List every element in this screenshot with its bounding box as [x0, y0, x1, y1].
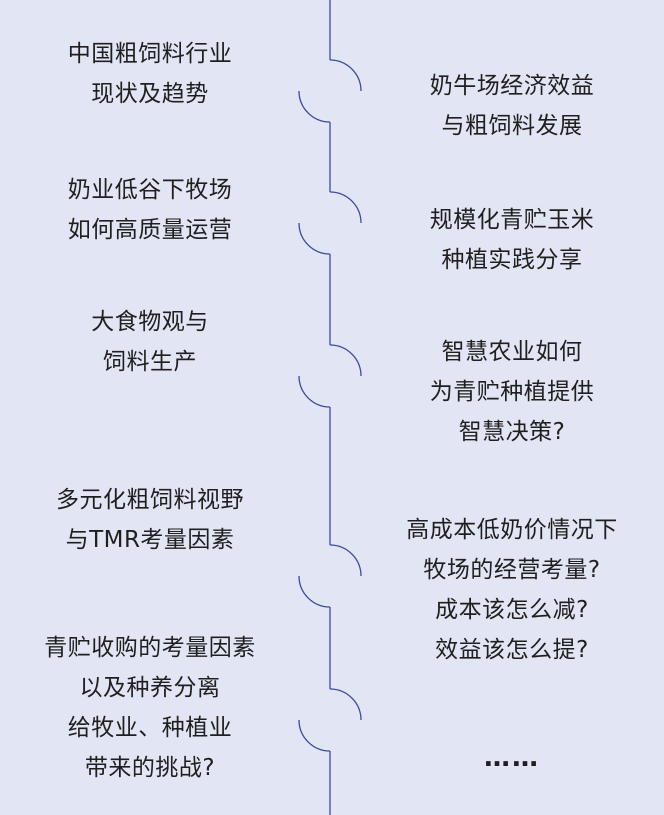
topic-left-4: 多元化粗饲料视野 与TMR考量因素 [0, 480, 300, 560]
topic-line: 奶牛场经济效益 [429, 73, 595, 99]
topic-right-3: 智慧农业如何 为青贮种植提供 智慧决策? [360, 332, 664, 452]
topic-left-2: 奶业低谷下牧场 如何高质量运营 [0, 170, 300, 250]
topic-line: 效益该怎么提? [435, 637, 589, 663]
topic-left-5: 青贮收购的考量因素 以及种养分离 给牧业、种植业 带来的挑战? [0, 628, 300, 788]
timeline-node [298, 191, 362, 255]
topic-line: 大食物观与 [91, 309, 209, 335]
topic-line: 高成本低奶价情况下 [406, 517, 618, 543]
topic-line: 奶业低谷下牧场 [67, 177, 233, 203]
topic-line: 给牧业、种植业 [67, 715, 233, 741]
topic-right-4: 高成本低奶价情况下 牧场的经营考量? 成本该怎么减? 效益该怎么提? [360, 510, 664, 670]
timeline-node [298, 544, 362, 608]
topic-line: 现状及趋势 [91, 81, 209, 107]
topic-line: 规模化青贮玉米 [429, 207, 595, 233]
topic-line: 智慧农业如何 [441, 339, 583, 365]
topic-line: 与粗饲料发展 [441, 113, 583, 139]
topic-line: 多元化粗饲料视野 [56, 487, 244, 513]
topic-right-ellipsis: …… [360, 738, 664, 778]
topic-line: 如何高质量运营 [67, 217, 233, 243]
topic-line: 成本该怎么减? [435, 597, 589, 623]
timeline-node [298, 59, 362, 123]
topic-line: 青贮收购的考量因素 [44, 635, 256, 661]
topic-line: 种植实践分享 [441, 247, 583, 273]
topic-line: 带来的挑战? [84, 755, 216, 781]
topic-line: 牧场的经营考量? [423, 557, 601, 583]
topic-line: 中国粗饲料行业 [67, 41, 233, 67]
topic-left-1: 中国粗饲料行业 现状及趋势 [0, 34, 300, 114]
ellipsis-text: …… [484, 743, 540, 773]
timeline-node [298, 344, 362, 408]
topic-left-3: 大食物观与 饲料生产 [0, 302, 300, 382]
timeline-node [298, 688, 362, 752]
topic-line: 智慧决策? [458, 419, 566, 445]
topic-line: 饲料生产 [103, 349, 197, 375]
topic-line: 以及种养分离 [79, 675, 221, 701]
topic-right-2: 规模化青贮玉米 种植实践分享 [360, 200, 664, 280]
topic-right-1: 奶牛场经济效益 与粗饲料发展 [360, 66, 664, 146]
topic-line: 为青贮种植提供 [429, 379, 595, 405]
topic-line: 与TMR考量因素 [65, 527, 235, 553]
